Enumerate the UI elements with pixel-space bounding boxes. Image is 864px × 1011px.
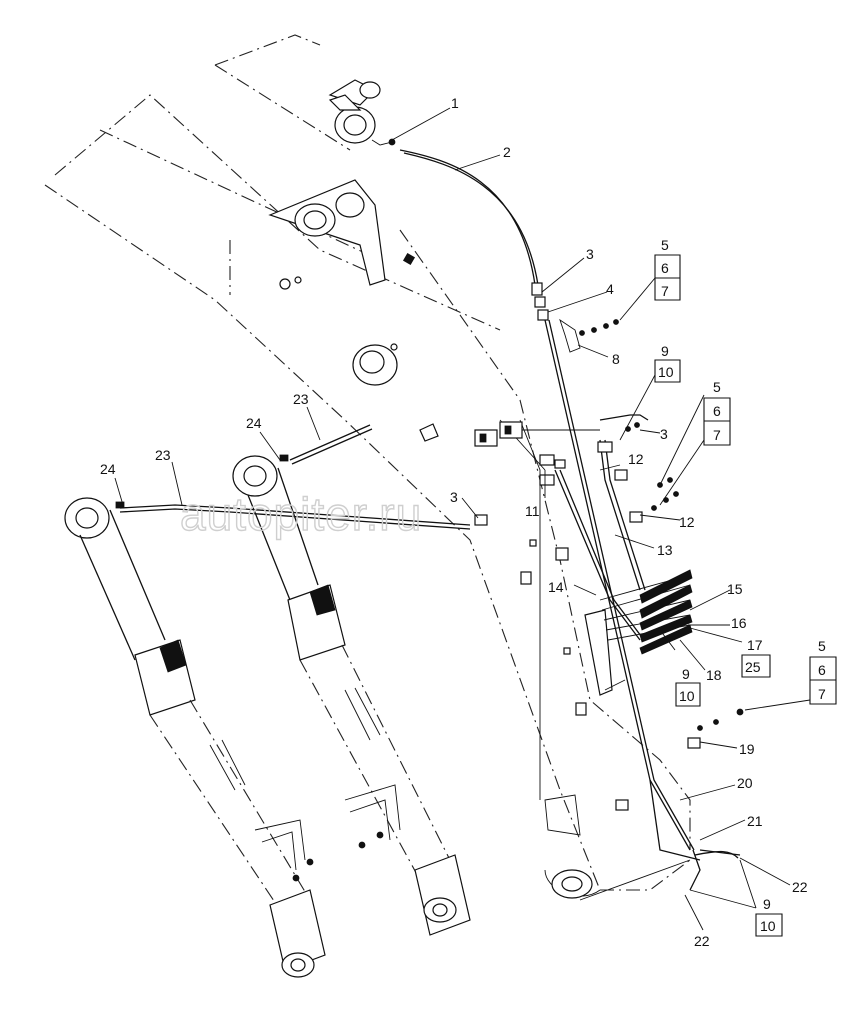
callout-21: 21 [747, 813, 763, 829]
group0-item2: 7 [661, 283, 669, 299]
hose-connectors [474, 282, 701, 749]
group1-item1: 10 [658, 364, 674, 380]
stacked-callout-9-10-top: 9 10 [654, 343, 681, 383]
stacked-callout-5-6-7-bottom: 5 6 7 [809, 638, 837, 705]
callout-14: 14 [548, 579, 564, 595]
group5-item2: 7 [818, 686, 826, 702]
group0-item0: 5 [661, 237, 669, 253]
callout-11: 11 [525, 503, 540, 519]
group4-item1: 10 [679, 688, 695, 704]
callout-3-mid: 3 [660, 426, 668, 442]
right-cylinder [232, 454, 471, 936]
callout-23-upper: 23 [293, 391, 309, 407]
group2-item1: 6 [713, 403, 721, 419]
group3-item0: 17 [747, 637, 763, 653]
left-cylinder [64, 497, 326, 978]
group5-item0: 5 [818, 638, 826, 654]
group6-item0: 9 [763, 896, 771, 912]
callout-22-bottom: 22 [694, 933, 710, 949]
callout-24-upper: 24 [246, 415, 262, 431]
callout-12-lower: 12 [679, 514, 695, 530]
callout-1: 1 [451, 95, 459, 111]
leader-lines [114, 107, 811, 931]
boom-outline [44, 34, 691, 901]
callout-2: 2 [503, 144, 511, 160]
stacked-callout-9-10-mid: 9 10 [675, 666, 701, 707]
callout-18: 18 [706, 667, 722, 683]
callout-labels: 1 2 3 3 3 4 8 11 12 12 13 14 15 16 18 19… [100, 95, 808, 949]
manifold-bracket [584, 569, 693, 696]
callout-3-top: 3 [586, 246, 594, 262]
stacked-callout-5-6-7-mid: 5 6 7 [703, 379, 731, 446]
group5-item1: 6 [818, 662, 826, 678]
callout-19: 19 [739, 741, 755, 757]
callout-12-upper: 12 [628, 451, 644, 467]
callout-24-lower: 24 [100, 461, 116, 477]
callout-4: 4 [606, 281, 614, 297]
group0-item1: 6 [661, 260, 669, 276]
fitting-series [579, 319, 744, 731]
group4-item0: 9 [682, 666, 690, 682]
group1-item0: 9 [661, 343, 669, 359]
callout-15: 15 [727, 581, 743, 597]
group6-item1: 10 [760, 918, 776, 934]
fitting-stack [639, 569, 693, 655]
boom-clamps [474, 421, 629, 811]
callout-13: 13 [657, 542, 673, 558]
group3-item1: 25 [745, 659, 761, 675]
callout-22-right: 22 [792, 879, 808, 895]
stacked-callout-17-25: 17 25 [741, 637, 771, 678]
callout-8: 8 [612, 351, 620, 367]
stacked-callout-9-10-bottom: 9 10 [755, 896, 783, 937]
callout-20: 20 [737, 775, 753, 791]
hose-lines [399, 149, 741, 891]
group2-item2: 7 [713, 427, 721, 443]
callout-23-lower: 23 [155, 447, 171, 463]
group2-item0: 5 [713, 379, 721, 395]
boom-foot-bracket [268, 179, 416, 286]
pipes-23 [119, 424, 471, 530]
boom-tip-pin [551, 869, 593, 899]
boom-center-boss [279, 276, 439, 442]
elbow-fitting [328, 79, 396, 146]
stacked-callout-5-6-7-top: 5 6 7 [654, 237, 681, 301]
callout-3-left: 3 [450, 489, 458, 505]
callout-16: 16 [731, 615, 747, 631]
watermark-text: autopiter.ru [180, 488, 422, 540]
